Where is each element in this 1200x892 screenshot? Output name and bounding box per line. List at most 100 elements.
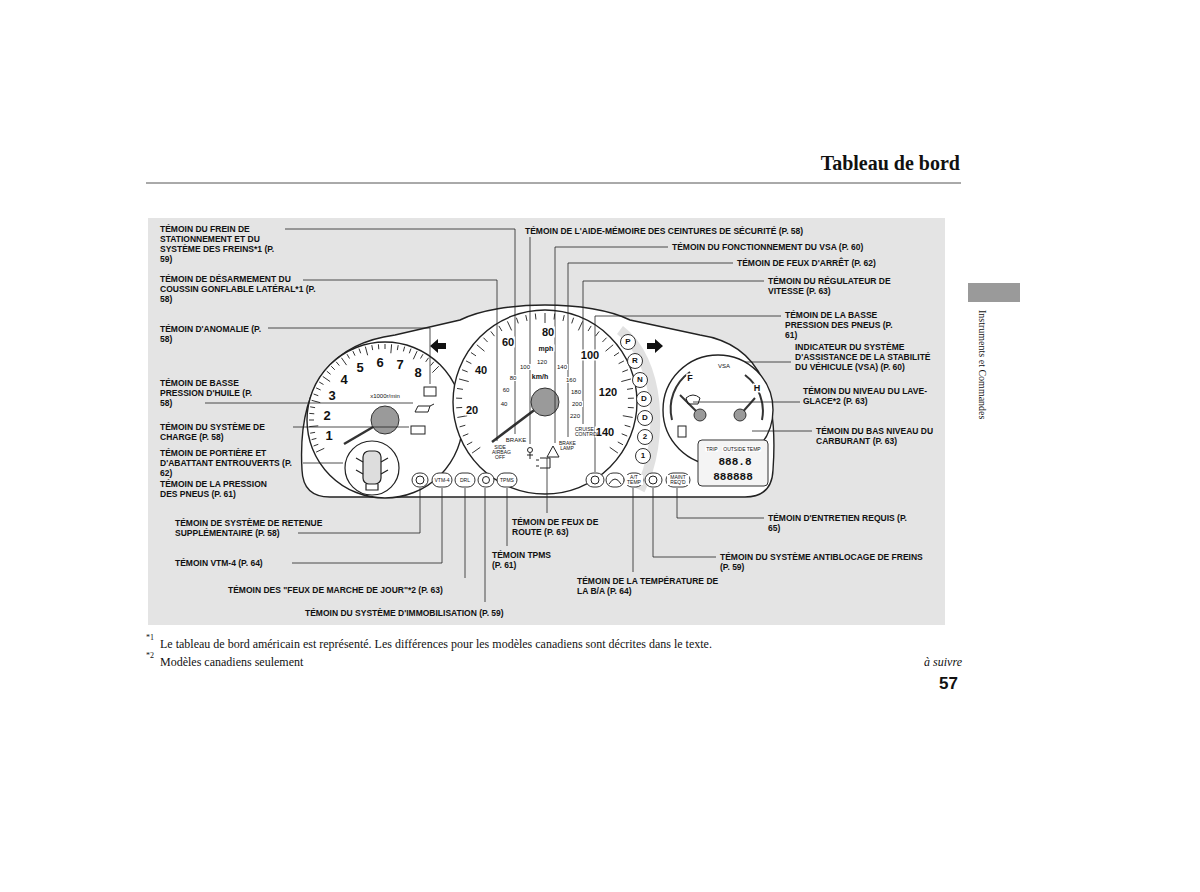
illustration-label: 3: [327, 389, 336, 402]
footnote-marker: *1: [146, 633, 154, 642]
gauge-tick: [467, 442, 472, 445]
gauge-tick: [628, 407, 634, 408]
gauge-tick: [578, 321, 582, 330]
illustration-label: 60: [501, 337, 515, 348]
gauge-tick: [483, 338, 487, 342]
gauge-tick: [614, 353, 619, 356]
callout-label: TÉMOIN TPMS (P. 61): [492, 550, 562, 570]
illustration-label: 1: [640, 452, 646, 460]
gauge-tick: [619, 361, 624, 364]
callout-label: TÉMOIN DU BAS NIVEAU DU CARBURANT (P. 63…: [816, 426, 946, 446]
illustration-label: 220: [569, 413, 581, 419]
illustration-label: km/h: [531, 373, 549, 380]
illustration-label: D: [640, 395, 648, 403]
gauge-tick: [426, 358, 429, 362]
illustration-label: 180: [570, 389, 582, 395]
gauge-tick: [353, 351, 355, 356]
gauge-tick: [457, 388, 463, 390]
callout-label: TÉMOIN DE SYSTÈME DE RETENUE SUPPLÉMENTA…: [175, 518, 333, 538]
gauge-tick: [563, 315, 564, 321]
illustration-label: 40: [474, 365, 488, 376]
illustration-label: x1000r/min: [369, 393, 401, 399]
gauge-tick: [623, 416, 633, 418]
gauge-tick: [471, 353, 476, 356]
gauge-tick: [602, 338, 606, 342]
illustration-label: N: [636, 376, 644, 384]
gauge-tick: [312, 438, 317, 439]
section-tab: [968, 283, 1020, 302]
gauge-tick: [331, 366, 335, 370]
callout-label: TÉMOIN VTM-4 (P. 64): [175, 558, 263, 568]
callout-label: TÉMOIN DES "FEUX DE MARCHE DE JOUR"*2 (P…: [228, 585, 443, 595]
illustration-label: TRIP: [705, 447, 718, 452]
gauge-tick: [323, 376, 330, 381]
gauge-tick: [516, 318, 518, 324]
callout-label: TÉMOIN DE L'AIDE-MÉMOIRE DES CEINTURES D…: [525, 226, 803, 236]
gauge-tick: [526, 315, 527, 321]
gauge-tick: [312, 400, 321, 402]
gauge-tick: [622, 434, 628, 436]
illustration-label: 200: [571, 401, 583, 407]
gauge-tick: [336, 362, 339, 366]
gauge-tick: [341, 358, 346, 365]
illustration-label: MAINT REQ'D: [667, 475, 689, 485]
gauge-tick: [535, 314, 537, 320]
callout-label: INDICATEUR DU SYSTÈME D'ASSISTANCE DE LA…: [795, 342, 943, 372]
needles: [344, 372, 763, 444]
callout-label: TÉMOIN DE FEUX D'ARRÊT (P. 62): [737, 258, 876, 268]
gauge-tick: [385, 344, 386, 349]
callout-label: TÉMOIN DE LA PRESSION DES PNEUS (P. 61): [160, 479, 280, 499]
illustration-label: 5: [355, 361, 364, 374]
gauge-tick: [359, 349, 361, 354]
callout-label: TÉMOIN DU NIVEAU DU LAVE-GLACE*2 (P. 63): [803, 386, 928, 406]
gauge-tick: [309, 413, 314, 414]
illustration-label: H: [753, 384, 762, 393]
gauge-tick: [606, 345, 614, 351]
callout-label: TÉMOIN DE FEUX DE ROUTE (P. 63): [512, 517, 617, 537]
illustration-label: CRUISE CONTROL: [574, 427, 592, 437]
callout-label: TÉMOIN DU SYSTÈME DE CHARGE (P. 58): [160, 422, 290, 442]
gauge-tick: [499, 326, 502, 331]
gauge-tick: [316, 448, 324, 452]
illustration-label: VTM-4: [434, 478, 451, 483]
illustration-label: 1: [324, 429, 333, 442]
illustration-label: 80: [509, 375, 518, 381]
gear-indicator: [621, 335, 653, 464]
callout-label: TÉMOIN DE LA TEMPÉRATURE DE LA B/A (P. 6…: [577, 576, 727, 596]
footnote-marker: *2: [146, 651, 154, 660]
callout-label: TÉMOIN D'ENTRETIEN REQUIS (P. 65): [768, 513, 918, 533]
illustration-label: BRAKE LAMP: [558, 441, 576, 451]
gauge-tick: [628, 398, 634, 399]
gauge-tick: [314, 394, 319, 396]
gauge-tick: [319, 382, 323, 385]
gauge-tick: [431, 362, 434, 366]
gauge-tick: [314, 444, 319, 446]
illustration-label: 6: [375, 356, 384, 369]
indicator-pills: [412, 440, 768, 487]
gauge-tick: [403, 347, 404, 352]
turn-arrows: [430, 339, 663, 353]
callout-label: TÉMOIN DE BASSE PRESSION D'HUILE (P. 58): [160, 378, 260, 408]
illustration-label: OUTSIDE TEMP: [722, 447, 761, 452]
illustration-label: 140: [595, 427, 615, 438]
illustration-label: 2: [322, 409, 331, 422]
callout-label: TÉMOIN DU RÉGULATEUR DE VITESSE (P. 63): [768, 276, 918, 296]
illustration-label: 80: [541, 327, 555, 338]
continued-note: à suivre: [924, 655, 962, 670]
illustration-label: BRAKE: [505, 437, 527, 443]
illustration-label: R: [631, 357, 639, 365]
callout-label: TÉMOIN DE DÉSARMEMENT DU COUSSIN GONFLAB…: [160, 274, 325, 304]
callout-label: TÉMOIN DU FREIN DE STATIONNEMENT ET DU S…: [160, 224, 282, 264]
gauge-tick: [627, 388, 633, 390]
gauge-tick: [327, 371, 331, 374]
gauge-tick: [618, 442, 623, 445]
gauge-tick: [365, 347, 367, 356]
gauge-tick: [477, 345, 485, 351]
footnote: Le tableau de bord américain est représe…: [160, 637, 712, 652]
illustration-label: 100: [519, 364, 531, 370]
footnote: Modèles canadiens seulement: [160, 655, 303, 670]
illustration-label: 888.8: [717, 457, 752, 468]
illustration-label: 40: [500, 401, 509, 407]
gauge-tick: [397, 345, 399, 350]
